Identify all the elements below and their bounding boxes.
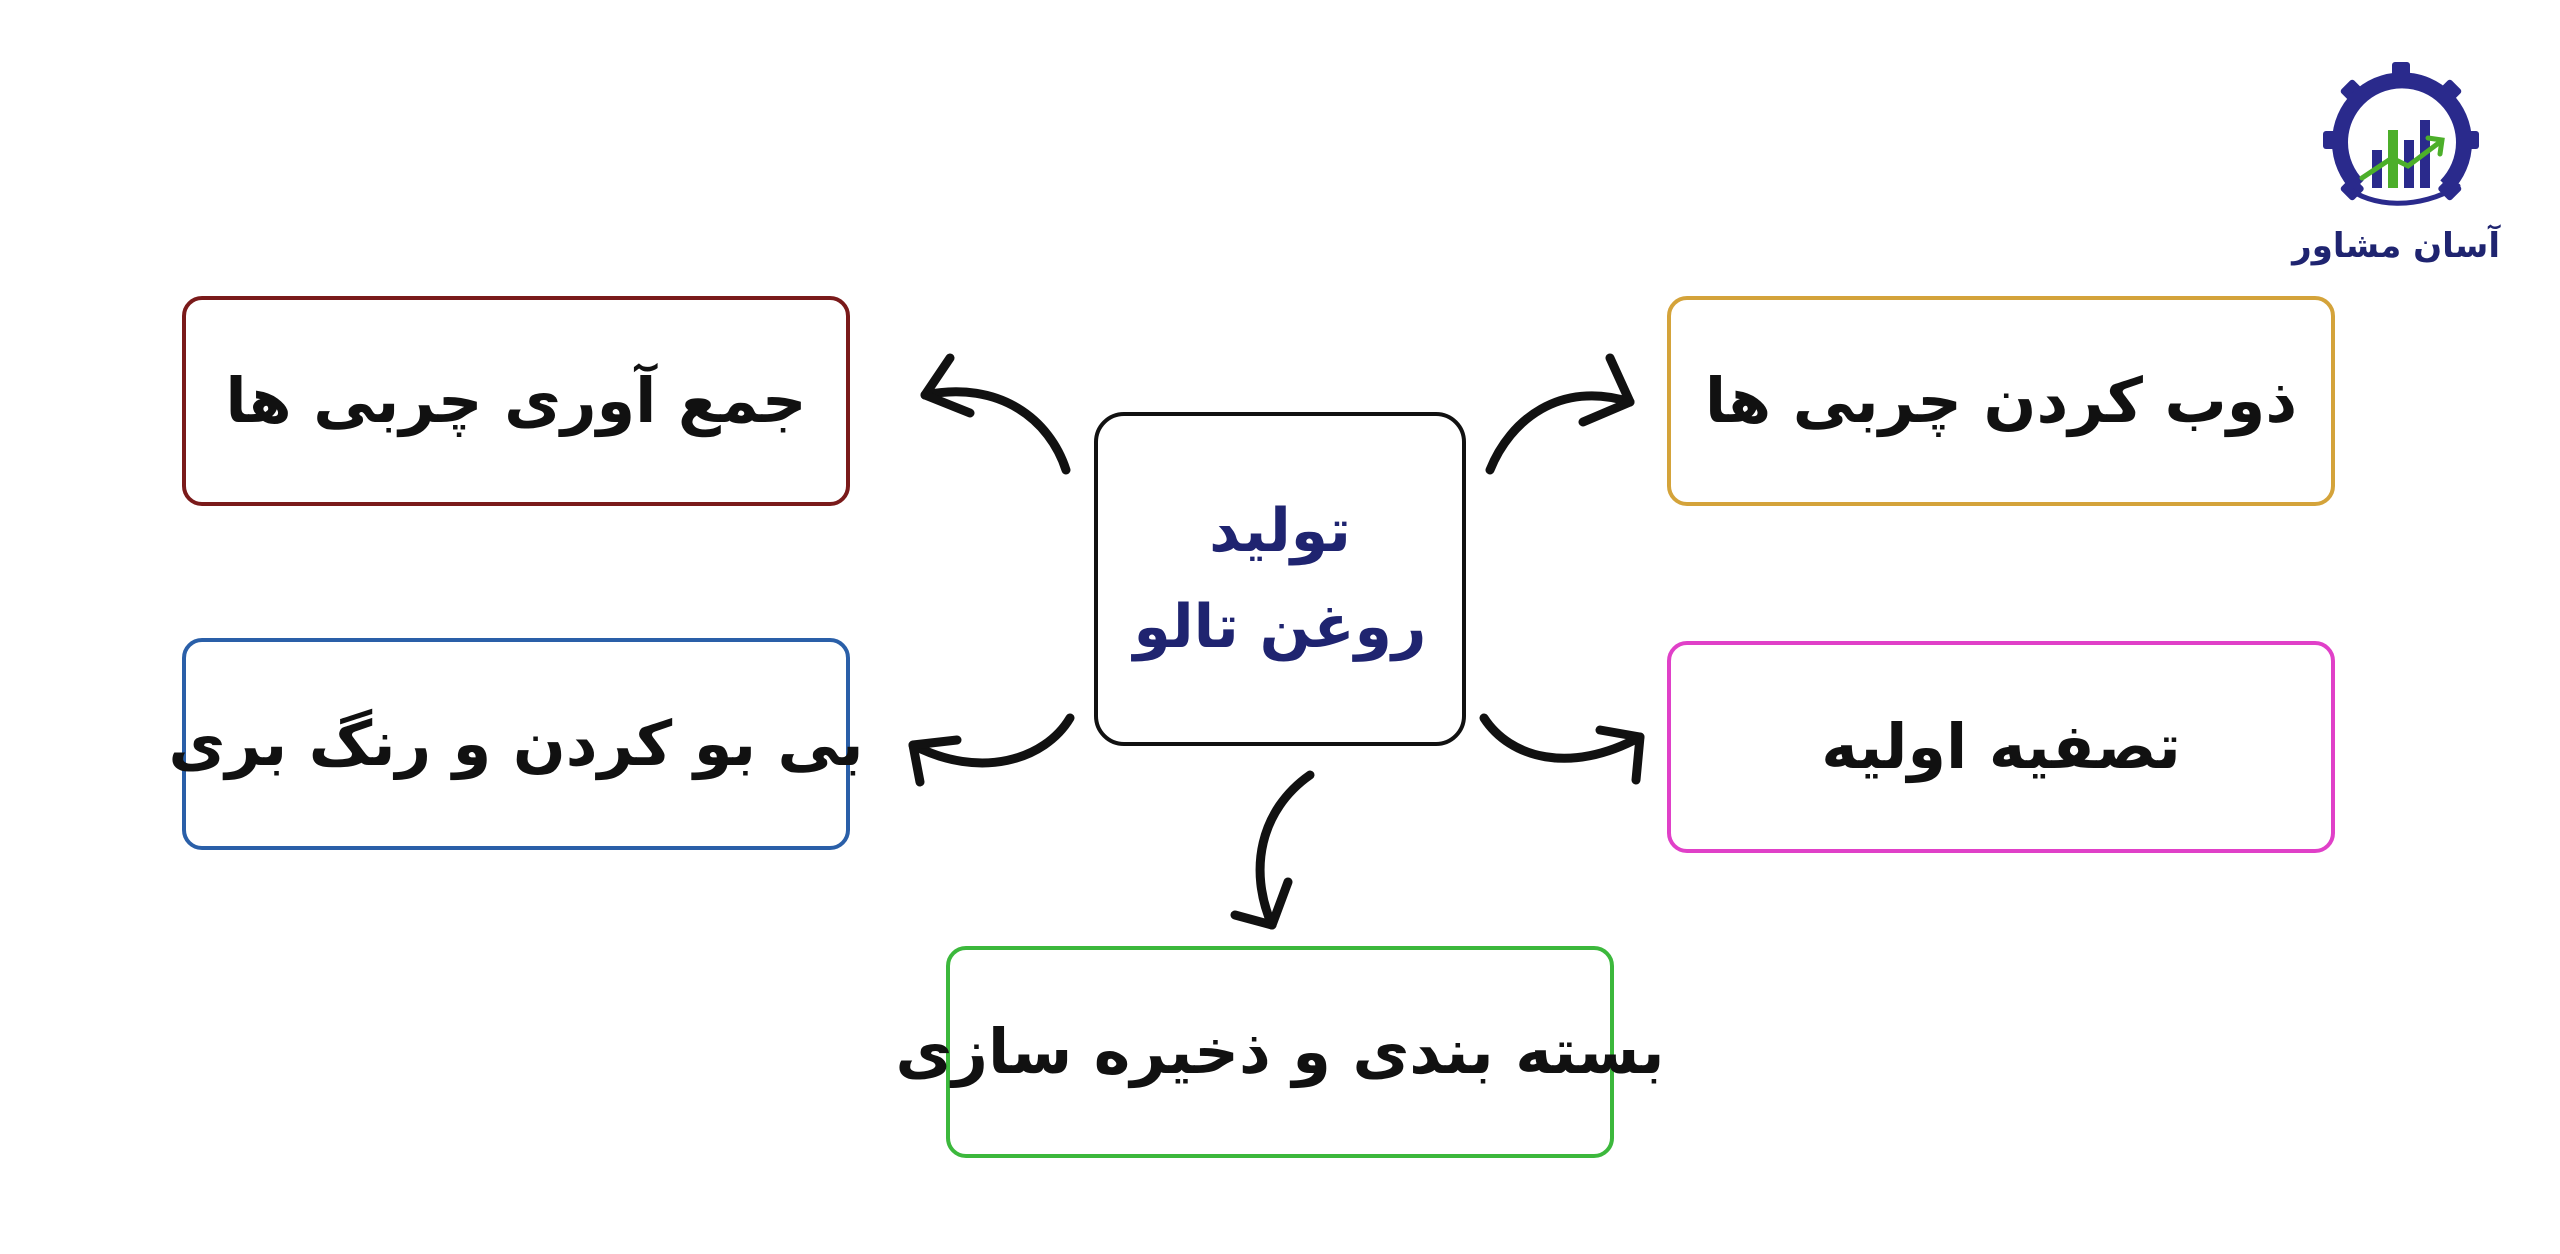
brand-logo: آسان مشاور: [2292, 58, 2500, 278]
step-label-package: بسته بندی و ذخیره سازی: [895, 1015, 1665, 1089]
logo-text: آسان مشاور: [2292, 226, 2500, 266]
gear-chart-logo-icon: [2323, 62, 2479, 206]
arrow-to-refine: [1479, 713, 1645, 785]
step-label-deodorize: بی بو کردن و رنگ بری: [168, 707, 864, 781]
arrow-to-deodorize: [908, 713, 1075, 787]
arrow-to-collect: [920, 353, 1071, 475]
step-box-collect: جمع آوری چربی ها: [182, 296, 850, 506]
step-box-refine: تصفیه اولیه: [1667, 641, 2335, 853]
step-label-melt: ذوب کردن چربی ها: [1704, 364, 2298, 438]
arrow-to-melt: [1485, 353, 1635, 475]
step-box-melt: ذوب کردن چربی ها: [1667, 296, 2335, 506]
arrow-to-package: [1230, 770, 1315, 930]
center-label: تولید روغن تالو: [1133, 496, 1427, 662]
step-label-collect: جمع آوری چربی ها: [225, 364, 807, 438]
step-label-refine: تصفیه اولیه: [1821, 710, 2181, 784]
center-node: تولید روغن تالو: [1094, 412, 1466, 746]
step-box-package: بسته بندی و ذخیره سازی: [895, 946, 1665, 1158]
step-box-deodorize: بی بو کردن و رنگ بری: [168, 638, 864, 850]
